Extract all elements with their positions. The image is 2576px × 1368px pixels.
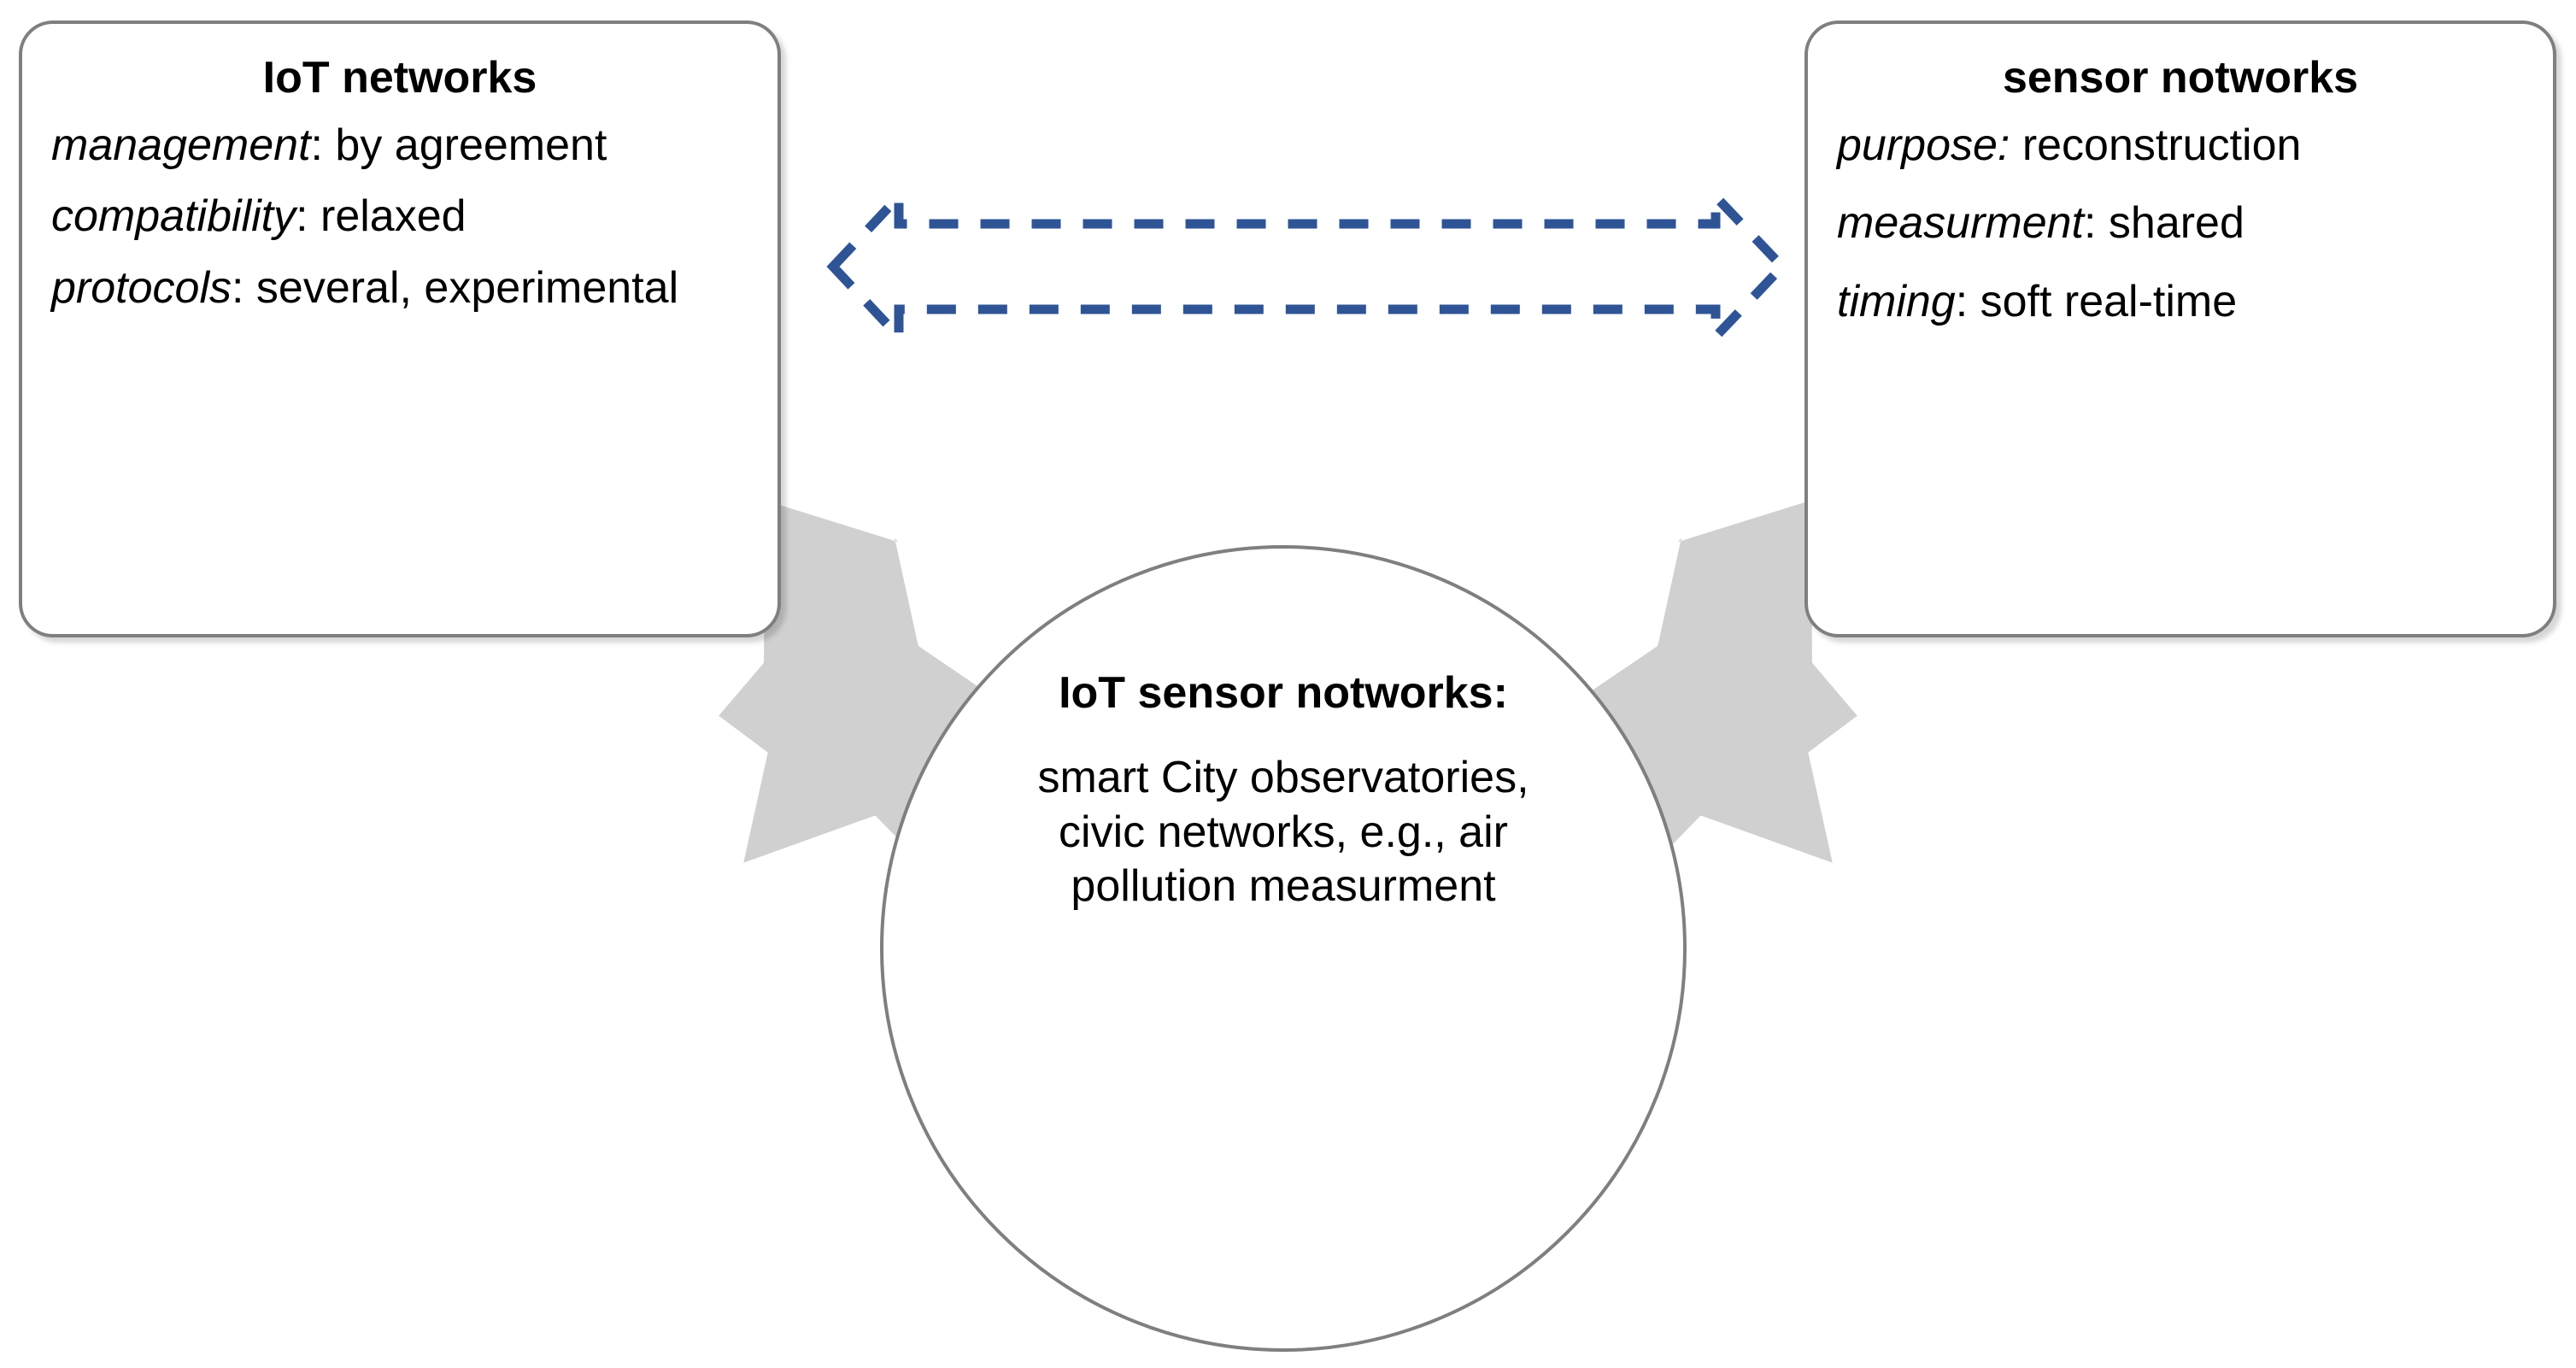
right-box-lines: purpose: reconstruction measurment: shar… bbox=[1837, 120, 2524, 354]
bidirectional-dashed-arrow-icon bbox=[826, 185, 1789, 349]
circle-body-text: smart City observatories, civic networks… bbox=[1037, 753, 1529, 912]
right-box-term: measurment bbox=[1837, 198, 2084, 249]
left-box-line: protocols: several, experimental bbox=[51, 262, 748, 314]
left-box-term: management bbox=[51, 120, 311, 170]
circle-title: IoT sensor notworks: bbox=[1059, 668, 1508, 718]
left-box-line: management: by agreement bbox=[51, 120, 748, 172]
concept-circle-iot-sensor-networks: IoT sensor notworks: smart City observat… bbox=[880, 545, 1687, 1352]
right-box-term: timing bbox=[1837, 276, 1956, 326]
left-box-line: compatibility: relaxed bbox=[51, 191, 748, 243]
concept-box-iot-networks: IoT networks management: by agreement co… bbox=[19, 21, 781, 637]
right-box-value: reconstruction bbox=[2010, 120, 2302, 170]
left-box-term: protocols bbox=[51, 262, 232, 313]
left-box-lines: management: by agreement compatibility: … bbox=[51, 120, 748, 333]
left-box-term: compatibility bbox=[51, 191, 296, 242]
left-box-value: : relaxed bbox=[296, 191, 466, 242]
right-box-value: : soft real-time bbox=[1955, 276, 2238, 326]
right-box-line: timing: soft real-time bbox=[1837, 276, 2524, 328]
right-box-title: sensor notworks bbox=[2002, 53, 2359, 103]
left-box-title: IoT networks bbox=[262, 53, 537, 103]
concept-box-sensor-networks: sensor notworks purpose: reconstruction … bbox=[1804, 21, 2556, 637]
left-box-value: : several, experimental bbox=[232, 262, 679, 313]
right-box-value: : shared bbox=[2084, 198, 2244, 249]
right-box-line: measurment: shared bbox=[1837, 197, 2524, 250]
right-box-line: purpose: reconstruction bbox=[1837, 120, 2524, 172]
right-box-term: purpose: bbox=[1837, 120, 2010, 170]
left-box-value: : by agreement bbox=[310, 120, 607, 170]
